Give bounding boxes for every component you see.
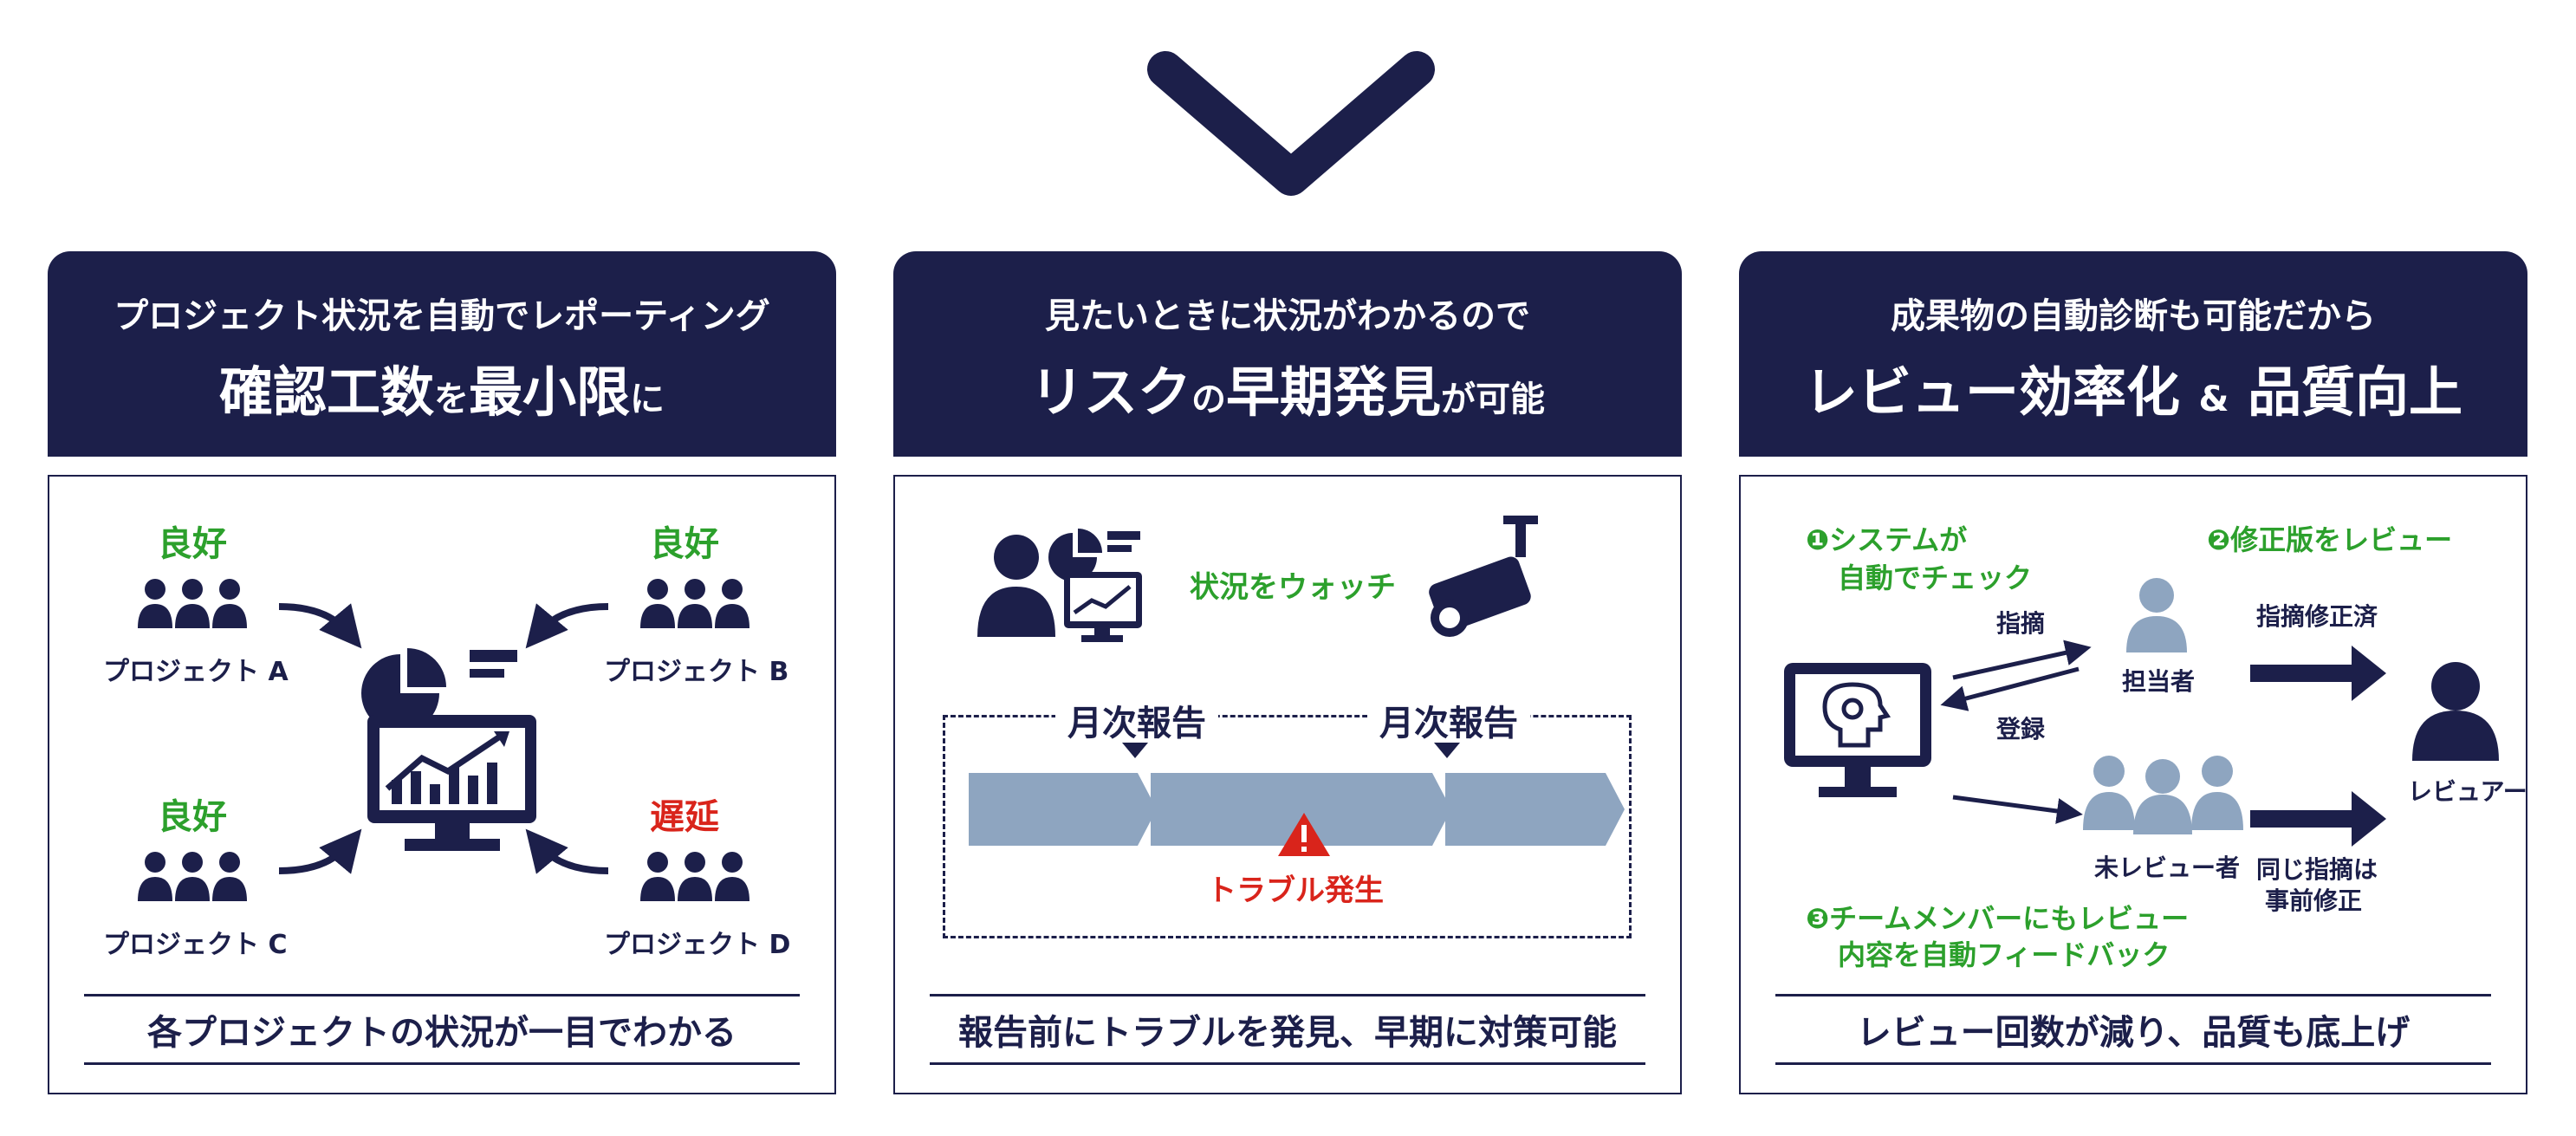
panel-3-title: レビュー効率化 & 品質向上 — [1803, 360, 2463, 424]
assignee-label: 担当者 — [2122, 667, 2196, 696]
panel-3-caption: レビュー回数が減り、品質も底上げ — [1775, 994, 2491, 1065]
step-1-label: ❶システムが — [1806, 523, 1968, 556]
panel-3-body: ❶システムが 自動でチェック ❷修正版をレビュー ❸チームメンバーにもレビュー … — [1739, 475, 2527, 1094]
unreviewed-label: 未レビュー者 — [2094, 854, 2241, 882]
step-3-label: ❸チームメンバーにもレビュー — [1806, 902, 2190, 935]
step-1-label: 自動でチェック — [1838, 562, 2033, 594]
status-label: 良好 — [158, 797, 227, 837]
chevron-down-icon — [1147, 51, 1435, 196]
flow-arrows — [1940, 639, 2386, 847]
curved-arrow-icon — [278, 603, 609, 874]
trouble-label: トラブル発生 — [1207, 873, 1384, 908]
team-icon — [640, 852, 749, 901]
panel-3-subtitle: 成果物の自動診断も可能だから — [1891, 296, 2376, 336]
reviewer-icon — [2412, 662, 2499, 761]
report-label: 月次報告 — [1055, 695, 1218, 745]
project-name: プロジェクト B — [604, 657, 789, 687]
panel-1-header: プロジェクト状況を自動でレポーティング 確認工数を最小限に — [48, 251, 836, 457]
security-camera-icon — [1429, 516, 1538, 637]
project-name: プロジェクト A — [103, 657, 289, 687]
step-3-label: 内容を自動フィードバック — [1838, 938, 2170, 971]
dashboard-monitor-icon — [361, 648, 536, 851]
same-issue-label: 同じ指摘は — [2256, 855, 2378, 884]
panel-1-title: 確認工数を最小限に — [218, 360, 665, 424]
panel-2-caption: 報告前にトラブルを発見、早期に対策可能 — [930, 994, 1645, 1065]
panel-2-subtitle: 見たいときに状況がわかるので — [1045, 296, 1530, 336]
report-label: 月次報告 — [1367, 695, 1530, 745]
assignee-icon — [2126, 578, 2187, 652]
panel-1-subtitle: プロジェクト状況を自動でレポーティング — [114, 296, 770, 336]
user-dashboard-icon — [977, 529, 1142, 642]
point-out-label: 指摘 — [1996, 609, 2046, 638]
step-2-label: ❷修正版をレビュー — [2207, 523, 2453, 556]
status-label: 良好 — [158, 524, 227, 564]
project-name: プロジェクト D — [604, 930, 791, 960]
fixed-label: 指摘修正済 — [2256, 602, 2378, 631]
panel-2-body: 状況をウォッチ 月次報告 月次報告 トラブル発生 報告前にトラブルを発見、早期に… — [893, 475, 1682, 1094]
panel-2-title: リスクの早期発見が可能 — [1029, 360, 1546, 424]
register-label: 登録 — [1996, 715, 2046, 743]
team-icon — [138, 852, 247, 901]
panel-2-header: 見たいときに状況がわかるので リスクの早期発見が可能 — [893, 251, 1682, 457]
panel-3-header: 成果物の自動診断も可能だから レビュー効率化 & 品質向上 — [1739, 251, 2527, 457]
same-issue-label: 事前修正 — [2265, 886, 2363, 915]
team-icon — [138, 579, 247, 628]
ai-monitor-icon — [1784, 663, 1931, 797]
reviewer-label: レビュアー — [2408, 777, 2527, 806]
status-label: 良好 — [650, 524, 719, 564]
team-icon — [2083, 756, 2243, 834]
team-icon — [640, 579, 749, 628]
timeline-arrows — [969, 743, 1625, 856]
panel-1-body: 良好 良好 良好 遅延 プロジェクト A プロジェクト B プロジェクト C プ… — [48, 475, 836, 1094]
status-label: 遅延 — [650, 797, 719, 837]
panel-1-caption: 各プロジェクトの状況が一目でわかる — [84, 994, 800, 1065]
project-name: プロジェクト C — [103, 930, 288, 960]
watch-label: 状況をウォッチ — [1190, 570, 1396, 605]
timeline-frame — [943, 715, 1632, 938]
